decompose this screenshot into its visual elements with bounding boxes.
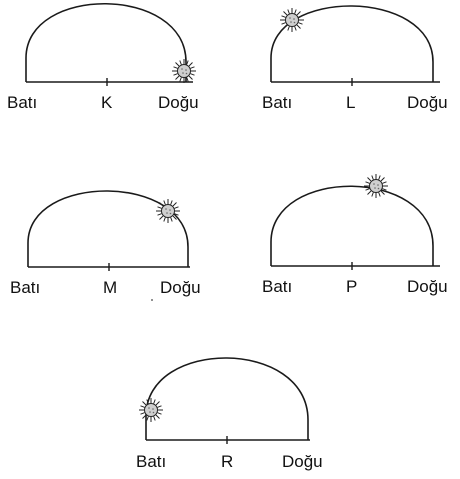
sun-icon	[156, 199, 180, 223]
diagram-p: Batı P Doğu	[262, 174, 448, 296]
stray-dot	[151, 299, 153, 301]
east-label: Doğu	[282, 452, 323, 471]
west-label: Batı	[136, 452, 166, 471]
center-label: P	[346, 277, 357, 296]
sun-path-arc	[26, 4, 186, 82]
east-label: Doğu	[160, 278, 201, 297]
west-label: Batı	[7, 93, 37, 112]
west-label: Batı	[262, 277, 292, 296]
center-label: M	[103, 278, 117, 297]
east-label: Doğu	[158, 93, 199, 112]
sun-path-arc	[271, 186, 433, 266]
center-label: K	[101, 93, 113, 112]
diagram-k: Batı K Doğu	[7, 4, 199, 112]
center-label: L	[346, 93, 355, 112]
west-label: Batı	[10, 278, 40, 297]
east-label: Doğu	[407, 93, 448, 112]
diagram-l: Batı L Doğu	[262, 6, 448, 112]
diagram-m: Batı M Doğu	[10, 191, 201, 297]
sun-path-arc	[146, 358, 308, 440]
sun-icon	[364, 174, 388, 198]
sun-icon	[139, 398, 163, 422]
west-label: Batı	[262, 93, 292, 112]
center-label: R	[221, 452, 233, 471]
sun-icon	[172, 59, 196, 83]
east-label: Doğu	[407, 277, 448, 296]
diagram-r: Batı R Doğu	[136, 358, 323, 471]
sun-icon	[280, 8, 304, 32]
